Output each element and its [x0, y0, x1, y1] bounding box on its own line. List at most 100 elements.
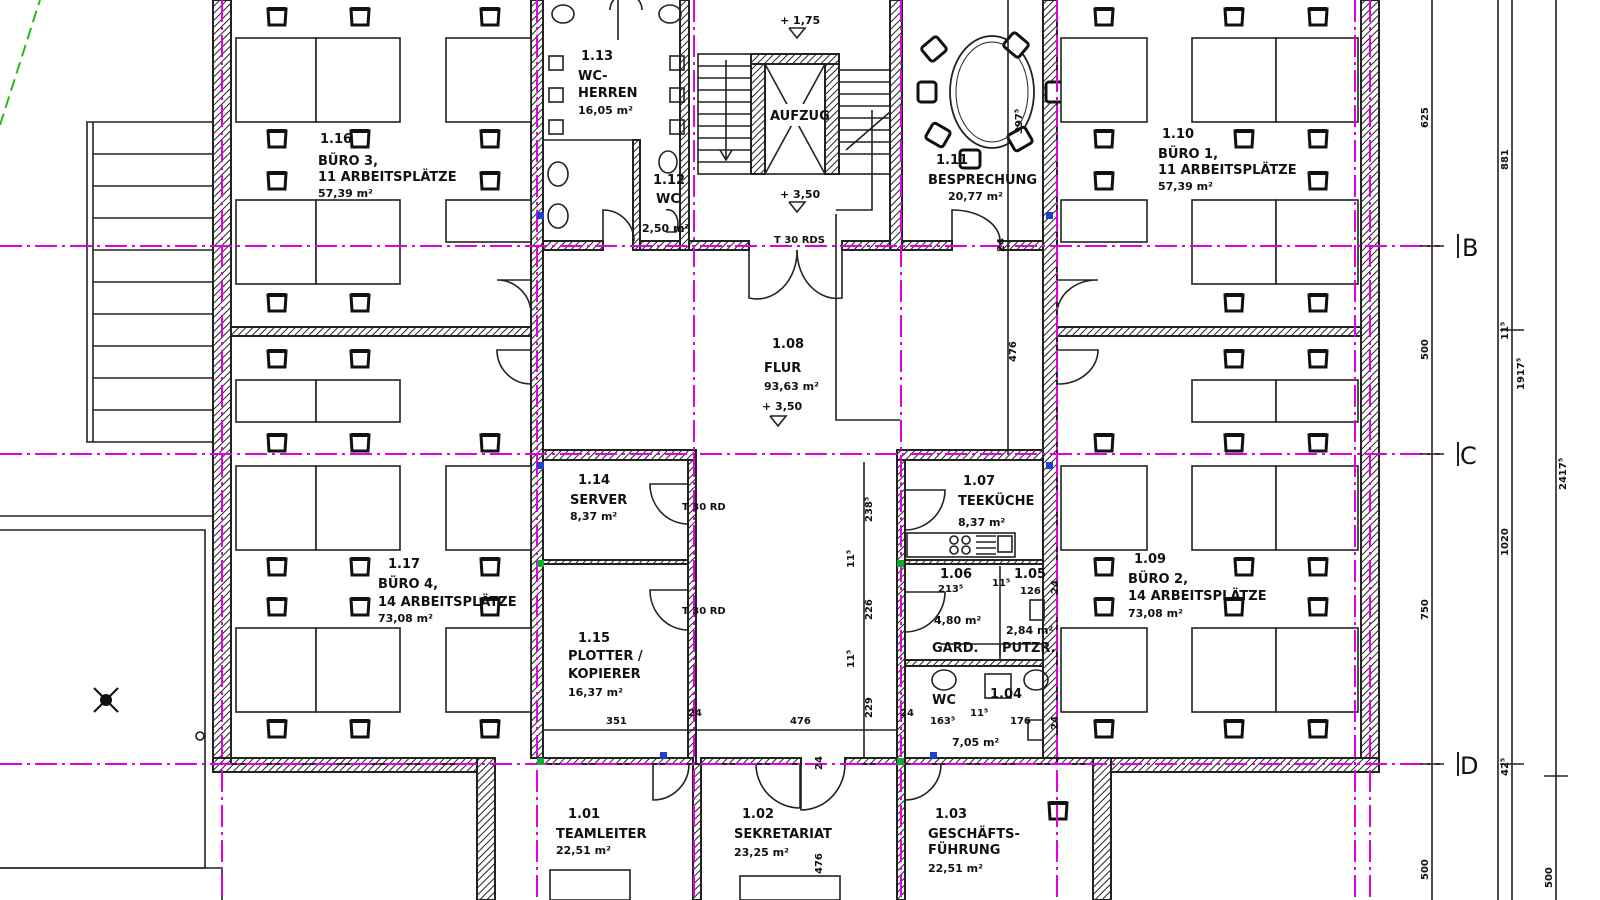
room-name: 14 ARBEITSPLÄTZE	[378, 594, 517, 610]
dim-text: 476	[814, 853, 825, 874]
room-number: 1.09	[1134, 552, 1166, 567]
room-area: 16,37 m²	[568, 686, 623, 699]
room-number: 1.13	[581, 49, 613, 64]
room-area: 23,25 m²	[734, 846, 789, 859]
room-name: SEKRETARIAT	[734, 827, 832, 842]
room-name: PLOTTER /	[568, 649, 643, 664]
dim-text: 500	[1544, 867, 1555, 888]
dim-text: 397⁵	[1014, 109, 1025, 134]
room-number: 1.02	[742, 807, 774, 822]
room-number: 1.06	[940, 567, 972, 582]
room-label-1-12: 1.12 WC 2,50 m²	[642, 173, 689, 235]
room-number: 1.15	[578, 631, 610, 646]
room-area: 7,05 m²	[952, 736, 999, 749]
axis-label-c: C	[1460, 442, 1477, 470]
room-label-1-10: 1.10 BÜRO 1, 11 ARBEITSPLÄTZE 57,39 m²	[1158, 127, 1297, 193]
column-markers	[537, 212, 1053, 765]
room-name: GESCHÄFTS-	[928, 826, 1020, 842]
dim-text: 11⁵	[970, 708, 988, 719]
room-name: BÜRO 2,	[1128, 571, 1188, 587]
room-area: 8,37 m²	[958, 516, 1005, 529]
dim-text: 1020	[1500, 528, 1511, 556]
dim-text: 176	[1010, 716, 1031, 727]
room-label-1-13: 1.13 WC- HERREN 16,05 m²	[578, 49, 638, 117]
room-name: WC	[932, 693, 956, 708]
dim-text: 351	[606, 716, 627, 727]
dim-text: 11⁵	[992, 578, 1010, 589]
room-name: BÜRO 3,	[318, 153, 378, 169]
room-label-1-11: 1.11 BESPRECHUNG 20,77 m²	[928, 153, 1037, 203]
room-label-1-09: 1.09 BÜRO 2, 14 ARBEITSPLÄTZE 73,08 m²	[1128, 552, 1267, 620]
wc-fixtures	[543, 0, 1049, 741]
elevator	[764, 63, 826, 175]
room-number: 1.16	[320, 132, 352, 147]
dim-text: 126	[1020, 586, 1041, 597]
grid-lines	[0, 0, 1440, 900]
room-label-1-16: 1.16 BÜRO 3, 11 ARBEITSPLÄTZE 57,39 m²	[318, 132, 457, 200]
room-name: HERREN	[578, 86, 638, 101]
dim-text: 2417⁵	[1558, 458, 1569, 490]
axis-marker-c: C	[1457, 442, 1477, 470]
room-number: 1.10	[1162, 127, 1194, 142]
desks	[235, 37, 1359, 900]
room-name: WC-	[578, 69, 608, 84]
room-number: 1.12	[653, 173, 685, 188]
external-stair	[86, 121, 213, 443]
room-number: 1.05	[1014, 567, 1046, 582]
axis-marker-b: B	[1457, 234, 1478, 262]
dim-text: 500	[1420, 859, 1431, 880]
room-name: BESPRECHUNG	[928, 173, 1037, 188]
axis-label-b: B	[1462, 234, 1478, 262]
dim-text: 24	[688, 708, 702, 719]
room-area: 57,39 m²	[1158, 180, 1213, 193]
dim-text: 163⁵	[930, 716, 955, 727]
room-number: 1.11	[936, 153, 968, 168]
room-label-1-02: 1.02 SEKRETARIAT 23,25 m²	[734, 807, 832, 859]
room-area: 4,80 m²	[934, 614, 981, 627]
dim-text: 500	[1420, 339, 1431, 360]
elevator-label: AUFZUG	[770, 109, 830, 124]
dim-text: 24	[996, 238, 1007, 252]
dim-text: 11⁵	[846, 650, 857, 668]
room-name: KOPIERER	[568, 667, 641, 682]
room-name: 11 ARBEITSPLÄTZE	[1158, 162, 1297, 178]
room-name: TEAMLEITER	[556, 827, 647, 842]
survey-point-icon	[93, 687, 205, 741]
room-number: 1.08	[772, 337, 804, 352]
axis-marker-d: D	[1457, 752, 1478, 780]
room-label-1-06: 1.06 4,80 m² GARD.	[932, 567, 981, 656]
staircase	[697, 53, 900, 421]
room-label-1-05: 1.05 2,84 m² PUTZR.	[1002, 567, 1056, 656]
room-name: GARD.	[932, 641, 978, 656]
stair-level-label: + 1,75	[780, 14, 820, 27]
room-name: BÜRO 1,	[1158, 146, 1218, 162]
room-name: 11 ARBEITSPLÄTZE	[318, 169, 457, 185]
room-area: 57,39 m²	[318, 187, 373, 200]
room-name: SERVER	[570, 493, 627, 508]
dim-text: 625	[1420, 107, 1431, 128]
walls	[212, 0, 1380, 900]
axis-label-d: D	[1460, 752, 1478, 780]
room-area: 22,51 m²	[556, 844, 611, 857]
dim-text: 42⁵	[1500, 758, 1511, 776]
dim-text: 226	[864, 599, 875, 620]
dim-text: 476	[790, 716, 811, 727]
kitchen-counter	[906, 532, 1045, 660]
dim-text: 11⁵	[1500, 322, 1511, 340]
dim-text: 213⁵	[938, 584, 963, 595]
room-name: WC	[656, 192, 680, 207]
room-label-1-15: 1.15 PLOTTER / KOPIERER 16,37 m²	[568, 631, 643, 699]
dim-text: 881	[1500, 149, 1511, 170]
room-label-1-14: 1.14 SERVER 8,37 m²	[570, 473, 627, 523]
room-name: 14 ARBEITSPLÄTZE	[1128, 588, 1267, 604]
room-area: 2,50 m²	[642, 222, 689, 235]
room-label-1-08: 1.08 FLUR 93,63 m² + 3,50	[762, 337, 819, 413]
room-label-1-03: 1.03 GESCHÄFTS- FÜHRUNG 22,51 m²	[928, 807, 1020, 875]
room-label-1-04: WC 1.04 7,05 m²	[932, 687, 1022, 749]
room-number: 1.17	[388, 557, 420, 572]
landing-level-label: + 3,50	[780, 188, 821, 201]
room-name: FÜHRUNG	[928, 842, 1000, 858]
room-area: 20,77 m²	[948, 190, 1003, 203]
doors	[496, 209, 1099, 811]
